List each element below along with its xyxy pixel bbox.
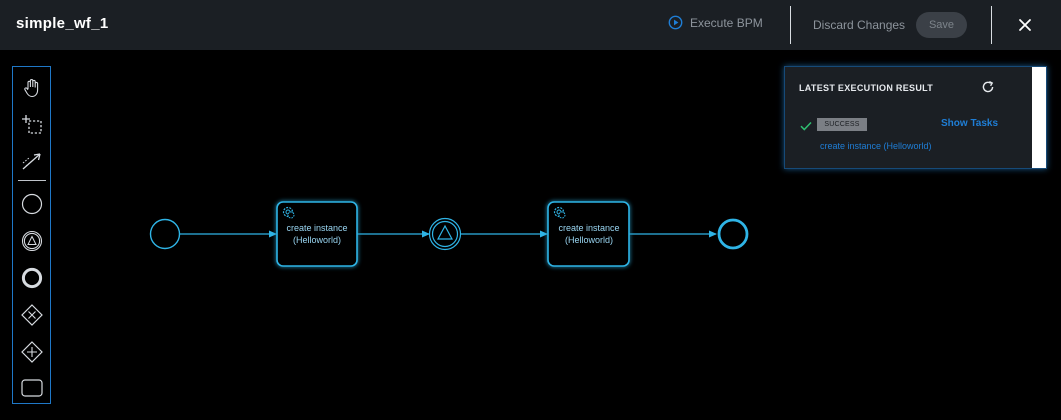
thick-circle-icon: [21, 267, 43, 289]
rounded-rect-icon: [21, 379, 43, 397]
lasso-icon: [22, 115, 42, 134]
workflow-title: simple_wf_1: [16, 15, 109, 32]
top-bar: simple_wf_1 Execute BPM Discard Changes …: [0, 0, 1061, 50]
close-icon[interactable]: [1017, 17, 1033, 33]
intermediate-event[interactable]: [428, 217, 462, 251]
refresh-icon[interactable]: [981, 80, 995, 94]
connect-arrow-icon: [22, 153, 41, 170]
exclusive-gateway-tool[interactable]: [17, 300, 47, 330]
task-label-line: create instance: [286, 223, 348, 233]
connect-tool[interactable]: [17, 145, 47, 175]
parallel-gateway-tool[interactable]: [17, 337, 47, 367]
plus-diamond-icon: [21, 341, 43, 363]
task-label-line: (Helloworld): [564, 235, 613, 245]
diagram-canvas[interactable]: create instance (Helloworld) create inst…: [0, 50, 1061, 420]
triangle-icon: [436, 224, 454, 240]
header-divider: [991, 6, 992, 44]
triangle-circle-icon: [21, 230, 43, 252]
intermediate-event-inner: [431, 220, 459, 248]
panel-scrollbar[interactable]: [1032, 67, 1046, 168]
task-label-line: (Helloworld): [292, 235, 341, 245]
status-badge: SUCCESS: [817, 118, 867, 131]
execution-result-panel: LATEST EXECUTION RESULT SUCCESS Show Tas…: [784, 66, 1047, 169]
x-diamond-icon: [21, 304, 43, 326]
task-label-line: create instance: [558, 223, 620, 233]
header-divider: [790, 6, 791, 44]
task-label: create instance (Helloworld): [549, 222, 629, 246]
tool-palette: [12, 66, 51, 404]
check-icon: [800, 121, 812, 131]
intermediate-event-tool[interactable]: [17, 226, 47, 256]
task-create-instance[interactable]: [547, 201, 630, 267]
discard-changes-button[interactable]: Discard Changes: [813, 18, 906, 32]
lasso-tool[interactable]: [17, 109, 47, 139]
gear-icon: [553, 206, 566, 219]
task-tool[interactable]: [17, 373, 47, 403]
start-event[interactable]: [149, 218, 181, 250]
diagram-svg: [149, 201, 749, 267]
task-label: create instance (Helloworld): [277, 222, 357, 246]
end-event[interactable]: [717, 218, 749, 250]
circle-icon: [21, 193, 43, 215]
palette-divider: [18, 180, 46, 181]
executed-task-link[interactable]: create instance (Helloworld): [820, 141, 932, 151]
start-event-tool[interactable]: [17, 189, 47, 219]
show-tasks-link[interactable]: Show Tasks: [941, 118, 999, 129]
execute-bpm-button[interactable]: Execute BPM: [668, 15, 763, 30]
end-event-tool[interactable]: [17, 263, 47, 293]
gear-icon: [282, 206, 295, 219]
hand-tool[interactable]: [17, 73, 47, 103]
result-panel-title: LATEST EXECUTION RESULT: [799, 83, 934, 93]
play-circle-icon: [668, 15, 683, 30]
task-create-instance[interactable]: [276, 201, 358, 267]
save-button[interactable]: Save: [916, 12, 967, 38]
execute-bpm-label: Execute BPM: [690, 15, 763, 30]
hand-icon: [24, 79, 39, 98]
